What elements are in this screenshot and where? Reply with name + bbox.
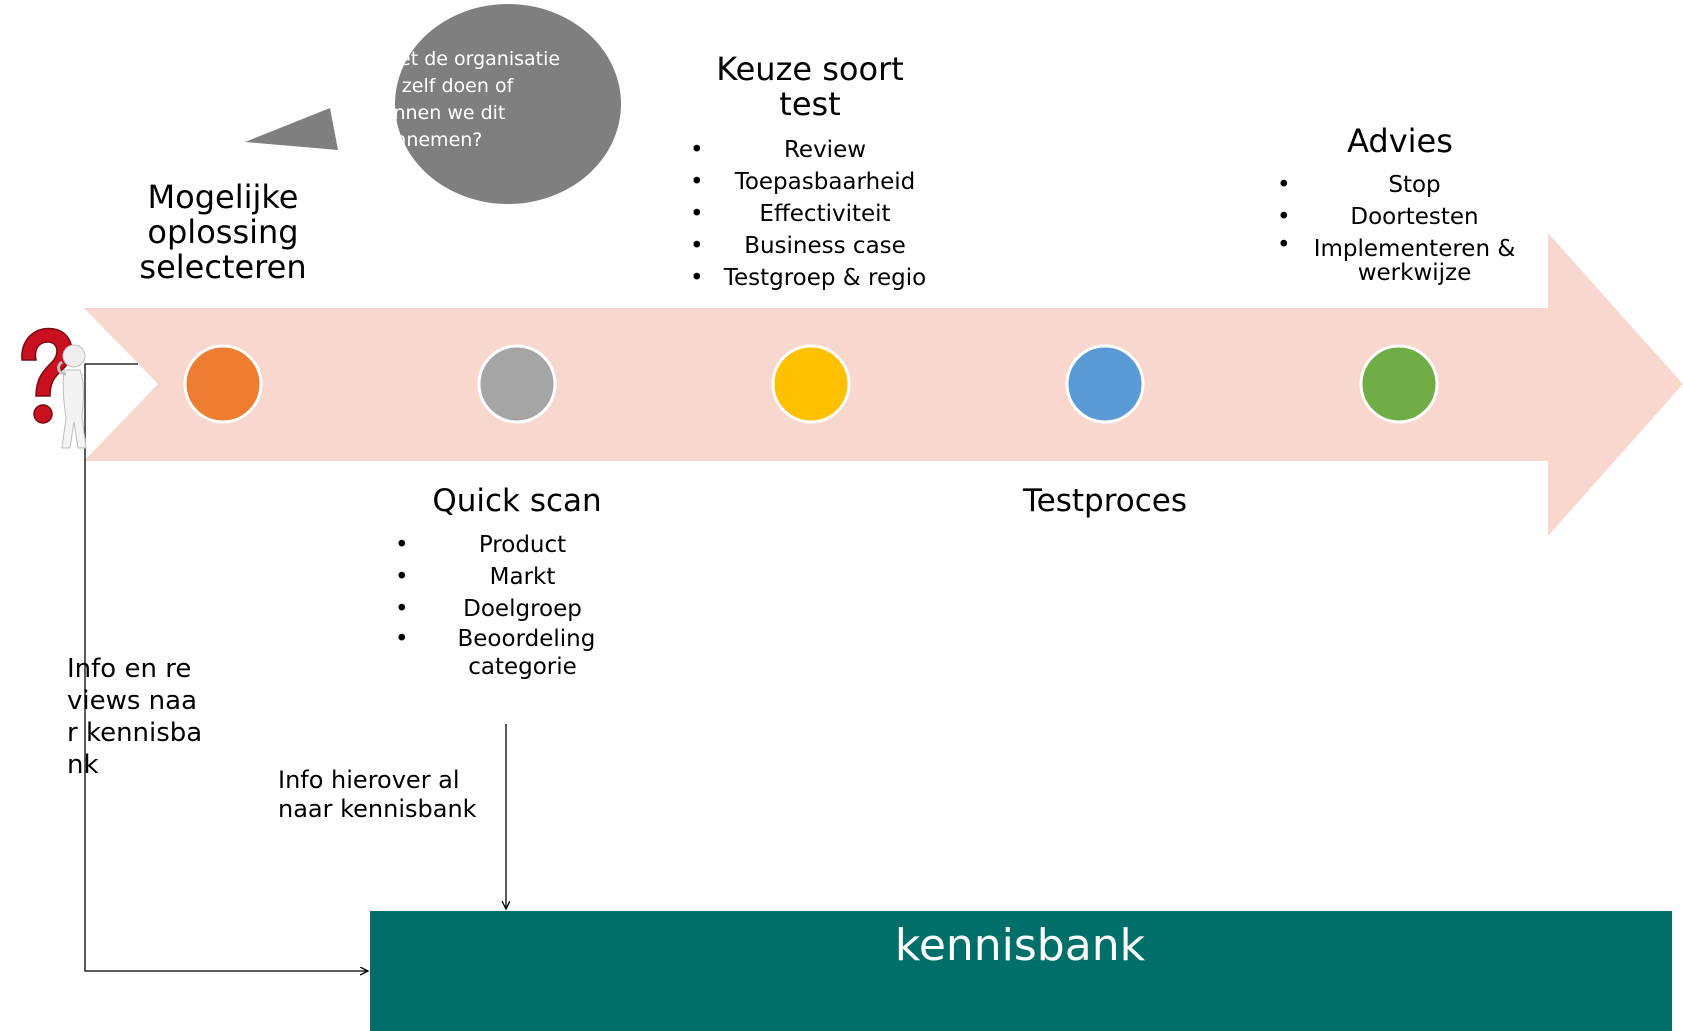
list-item: •Product	[395, 532, 567, 558]
step4-title: Testproces	[1022, 483, 1188, 519]
start-to-kennisbank-connector	[84, 363, 368, 971]
kennisbank-box	[370, 911, 1672, 1031]
speech-bubble-text: Moet de organisatie dit zelf doen of kun…	[371, 48, 561, 151]
list-item: •Testgroep & regio	[690, 265, 927, 291]
step4-node	[1065, 344, 1145, 424]
step1-title: Mogelijke oplossing selecteren	[139, 178, 307, 286]
list-item: •Doortesten	[1277, 204, 1479, 230]
left-note: Info en reviews naar kennisbank	[67, 654, 203, 780]
list-item: •Review	[690, 137, 867, 163]
middle-note: Info hierover al naar kennisbank	[278, 766, 477, 823]
list-item: •Business case	[690, 233, 906, 259]
step5-node	[1359, 344, 1439, 424]
list-item: •Markt	[395, 564, 556, 590]
step5-list: •Stop •Doortesten •Implementeren & werkw…	[1277, 169, 1522, 285]
step5-title: Advies	[1347, 122, 1453, 160]
step3-list: •Review •Toepasbaarheid •Effectiviteit •…	[690, 134, 930, 294]
speech-bubble-shape	[245, 4, 621, 204]
step3-title: Keuze soort test	[716, 50, 904, 123]
list-item: •Doelgroep	[395, 596, 582, 622]
list-item: •Stop	[1277, 172, 1441, 198]
question-mark-thinking-figure-icon	[21, 327, 87, 449]
kennisbank-label: kennisbank	[894, 920, 1146, 971]
step3-node	[771, 344, 851, 424]
step2-list: •Product •Markt •Doelgroep •Beoordeling …	[395, 529, 620, 681]
list-item: •Toepasbaarheid	[690, 169, 916, 195]
list-item: •Effectiviteit	[690, 201, 891, 227]
list-item: •Implementeren & werkwijze	[1277, 232, 1516, 286]
process-arrow	[84, 233, 1683, 536]
step2-title: Quick scan	[432, 483, 602, 519]
step1-node	[183, 344, 263, 424]
step2-node	[477, 344, 557, 424]
list-item: •Beoordeling categorie	[395, 626, 596, 680]
